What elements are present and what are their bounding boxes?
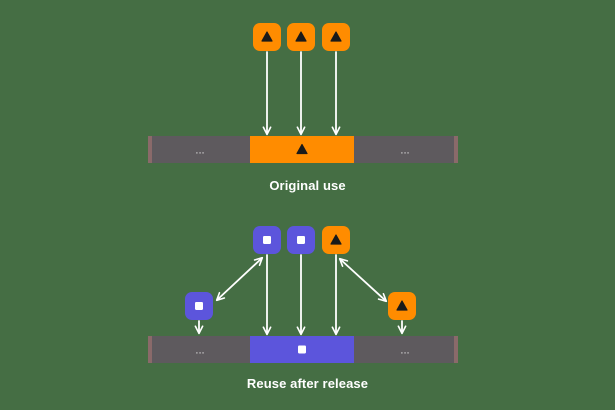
copy-arrow-right	[338, 257, 388, 303]
ellipsis-right: ...	[400, 345, 409, 357]
ellipsis-left: ...	[195, 145, 204, 157]
triangle-icon	[261, 31, 273, 42]
triangle-icon	[396, 300, 408, 311]
pointer-tile-purple-1	[253, 226, 281, 254]
triangle-icon	[330, 31, 342, 42]
memory-bar-original: ......	[148, 136, 458, 163]
pointer-tile-orange-3	[322, 23, 350, 51]
square-icon	[298, 345, 306, 354]
caption-original-use: Original use	[269, 178, 346, 193]
pointer-tile-orange-2	[287, 23, 315, 51]
caption-reuse-after-release: Reuse after release	[246, 376, 369, 391]
memory-bar-reuse: ......	[148, 336, 458, 363]
square-icon	[297, 236, 305, 244]
triangle-icon	[330, 234, 342, 245]
copy-arrow-left	[215, 256, 264, 302]
triangle-icon	[295, 31, 307, 42]
ellipsis-right: ...	[400, 145, 409, 157]
pointer-tile-orange-dangling	[322, 226, 350, 254]
square-icon	[195, 302, 203, 310]
pointer-tile-orange-side	[388, 292, 416, 320]
pointer-tile-purple-side	[185, 292, 213, 320]
pointer-tile-purple-2	[287, 226, 315, 254]
square-icon	[263, 236, 271, 244]
pointer-tile-orange-1	[253, 23, 281, 51]
triangle-icon	[296, 143, 308, 155]
ellipsis-left: ...	[195, 345, 204, 357]
